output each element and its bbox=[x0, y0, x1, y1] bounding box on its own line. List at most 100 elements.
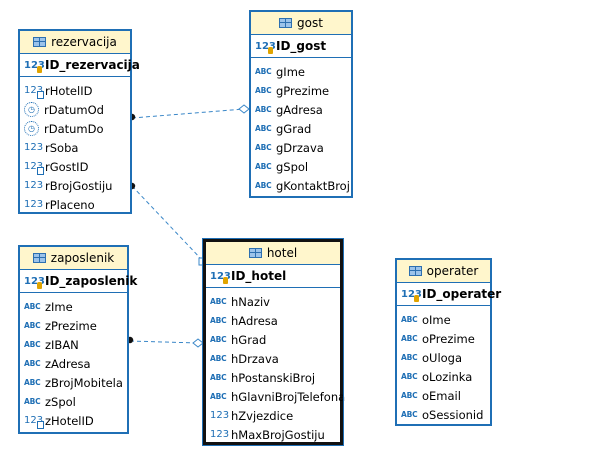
table-icon bbox=[32, 253, 46, 263]
abc-text-icon: ABC bbox=[401, 353, 418, 362]
foreign-key-icon: 123 bbox=[24, 415, 44, 429]
column-row[interactable]: ABC oLozinka bbox=[397, 367, 490, 386]
entity-title: rezervacija bbox=[51, 35, 117, 49]
abc-text-icon: ABC bbox=[210, 297, 227, 306]
column-name: hPostanskiBroj bbox=[231, 370, 316, 385]
primary-key-icon: 123 bbox=[255, 40, 276, 54]
column-name: zSpol bbox=[45, 394, 76, 409]
column-name: gDrzava bbox=[276, 140, 324, 155]
column-name: zPrezime bbox=[45, 318, 97, 333]
column-name: oSessionid bbox=[422, 407, 484, 422]
numeric-123-icon: 123 bbox=[24, 180, 44, 191]
column-name: rDatumDo bbox=[44, 121, 104, 136]
entity-title: zaposlenik bbox=[50, 251, 115, 265]
abc-text-icon: ABC bbox=[24, 378, 41, 387]
link-endpoint-diamond bbox=[238, 104, 250, 114]
abc-text-icon: ABC bbox=[255, 143, 272, 152]
abc-text-icon: ABC bbox=[24, 340, 41, 349]
column-name: zBrojMobitela bbox=[45, 375, 123, 390]
entity-header[interactable]: rezervacija bbox=[20, 31, 130, 54]
abc-text-icon: ABC bbox=[255, 67, 272, 76]
column-name: hZvjezdice bbox=[231, 408, 294, 423]
column-row[interactable]: ABC oSessionid bbox=[397, 405, 490, 424]
entity-title: operater bbox=[426, 264, 479, 278]
table-icon bbox=[33, 37, 47, 47]
column-row[interactable]: ◷ rDatumDo bbox=[20, 119, 130, 138]
entity-header[interactable]: hotel bbox=[206, 242, 340, 265]
column-name: gSpol bbox=[276, 159, 309, 174]
abc-text-icon: ABC bbox=[401, 372, 418, 381]
entity-header[interactable]: gost bbox=[251, 12, 351, 35]
column-name: hGrad bbox=[231, 332, 267, 347]
primary-key-name: ID_operater bbox=[422, 287, 502, 301]
abc-text-icon: ABC bbox=[255, 86, 272, 95]
column-row[interactable]: ◷rDatumOd bbox=[20, 100, 130, 119]
clock-icon: ◷ bbox=[24, 121, 39, 136]
clock-icon: ◷ bbox=[24, 102, 39, 117]
column-name: zAdresa bbox=[45, 356, 91, 371]
foreign-key-icon: 123 bbox=[24, 85, 44, 99]
column-name: rHotelID bbox=[45, 83, 93, 98]
numeric-123-icon: 123 bbox=[24, 142, 44, 153]
entity-title: gost bbox=[297, 16, 323, 30]
column-name: oIme bbox=[422, 312, 451, 327]
column-name: oLozinka bbox=[422, 369, 473, 384]
numeric-123-icon: 123 bbox=[24, 199, 44, 210]
column-name: hMaxBrojGostiju bbox=[231, 427, 325, 442]
abc-text-icon: ABC bbox=[255, 105, 272, 114]
entity-header[interactable]: operater bbox=[397, 260, 490, 283]
column-row[interactable]: ABC zBrojMobitela bbox=[20, 373, 127, 392]
primary-key-name: ID_hotel bbox=[231, 269, 287, 283]
column-row[interactable]: ABC gDrzava bbox=[251, 138, 351, 157]
numeric-123-icon: 123 bbox=[210, 410, 230, 421]
table-icon bbox=[408, 266, 422, 276]
entity-header[interactable]: zaposlenik bbox=[20, 247, 127, 270]
abc-text-icon: ABC bbox=[401, 410, 418, 419]
link-zaposlenik-hotel bbox=[129, 340, 199, 344]
